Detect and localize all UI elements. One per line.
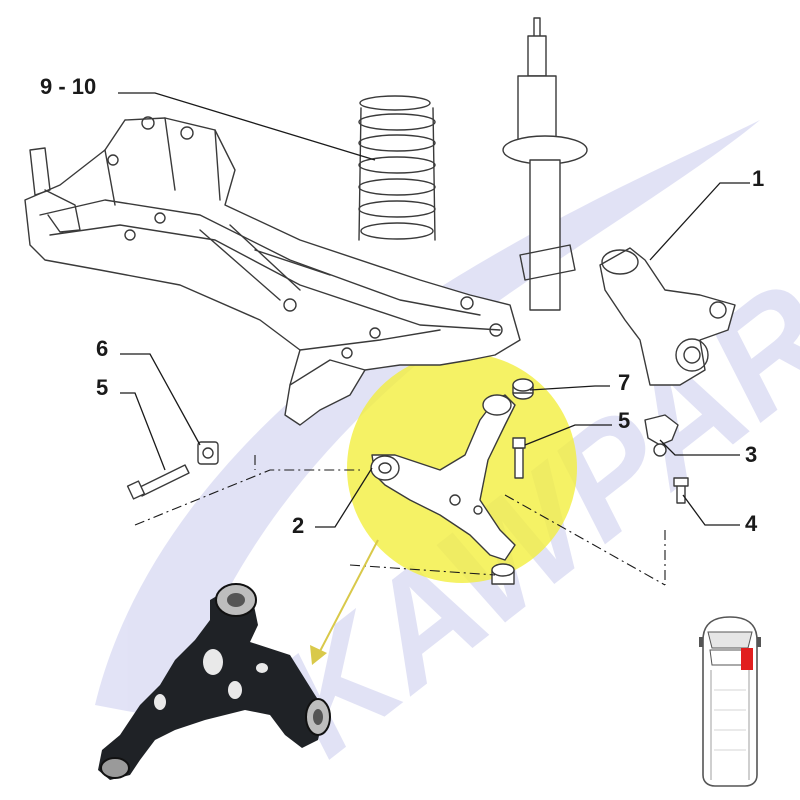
ball-joint-part-3 — [644, 414, 679, 457]
callout-7: 7 — [618, 370, 630, 395]
bolt-part-5-left — [126, 464, 190, 500]
control-arm-photo — [98, 583, 331, 780]
callout-3: 3 — [745, 442, 757, 467]
bushing-part-7 — [512, 378, 534, 400]
callout-2: 2 — [292, 513, 304, 538]
highlight-arrow — [310, 539, 379, 665]
callout-5-left: 5 — [96, 375, 108, 400]
van-top-view-icon — [699, 616, 761, 787]
rear-bushing — [491, 563, 515, 585]
control-arm-diagram — [370, 394, 516, 561]
shock-absorber-strut — [502, 17, 588, 311]
screw-part-4 — [673, 477, 689, 504]
callout-6: 6 — [96, 336, 108, 361]
callout-9-10: 9 - 10 — [40, 74, 96, 99]
bolt-part-5-right — [512, 437, 526, 479]
nut-part-6 — [197, 441, 219, 465]
callout-labels: 9 - 10 1 6 5 7 5 3 4 2 — [40, 74, 764, 538]
steering-knuckle — [599, 247, 736, 386]
front-right-marker-icon — [741, 648, 753, 670]
watermark-swoosh — [95, 120, 760, 720]
coil-spring — [358, 95, 436, 241]
subframe — [24, 116, 521, 426]
leader-lines — [118, 92, 750, 528]
assembly-lines — [134, 455, 666, 586]
callout-1: 1 — [752, 166, 764, 191]
callout-5-right: 5 — [618, 408, 630, 433]
subframe-holes — [107, 116, 503, 359]
callout-4: 4 — [745, 511, 758, 536]
